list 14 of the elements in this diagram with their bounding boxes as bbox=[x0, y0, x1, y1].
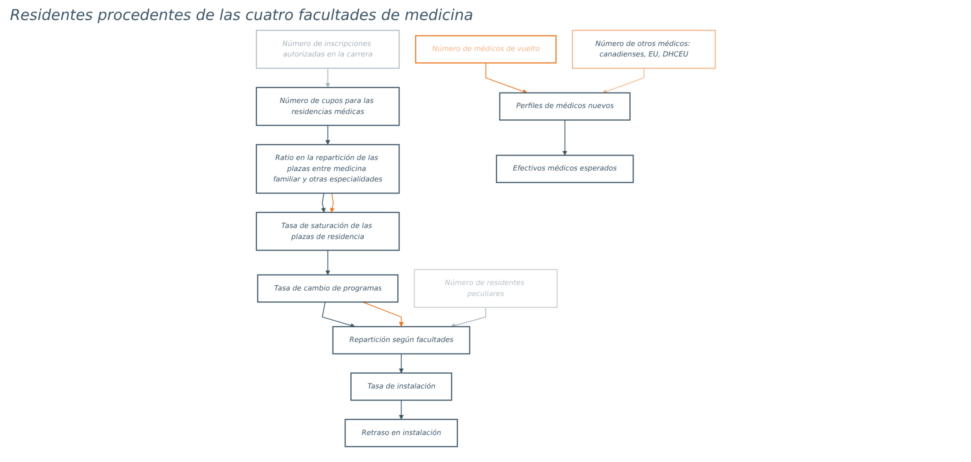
arrow bbox=[325, 250, 330, 276]
arrow bbox=[320, 192, 326, 213]
arrow bbox=[330, 192, 334, 213]
arrow bbox=[362, 302, 404, 327]
arrow bbox=[321, 302, 355, 328]
arrow bbox=[562, 120, 567, 156]
arrow bbox=[325, 124, 330, 145]
diagram-title: Residentes procedentes de las cuatro facultades de medicina bbox=[9, 5, 474, 26]
arrow bbox=[398, 400, 404, 420]
arrow bbox=[602, 68, 644, 94]
arrow bbox=[485, 62, 528, 94]
arrow bbox=[325, 68, 330, 88]
arrow bbox=[398, 353, 404, 374]
arrow bbox=[450, 307, 486, 328]
